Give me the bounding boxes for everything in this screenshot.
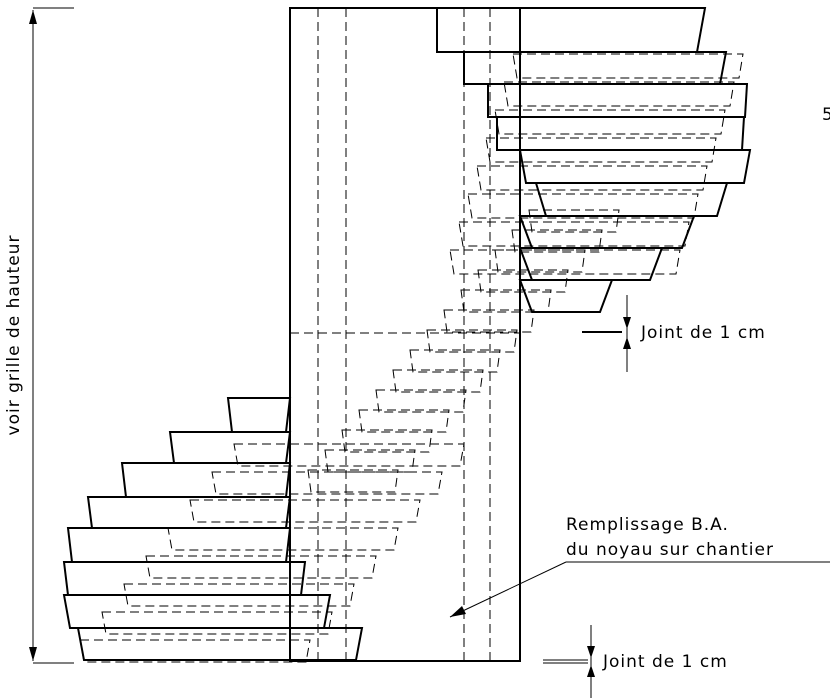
lower-steps <box>62 397 364 661</box>
hidden-step <box>324 449 416 473</box>
hidden-step <box>528 209 620 233</box>
lower-step <box>66 527 292 563</box>
hidden-step <box>375 389 467 413</box>
hidden-step-upper <box>494 109 726 135</box>
hidden-step <box>460 289 552 313</box>
hidden-step <box>409 349 501 373</box>
upper-step <box>518 215 696 249</box>
fill-label-line1: Remplissage B.A. <box>566 515 729 535</box>
hidden-step-upper <box>476 165 708 191</box>
hidden-step <box>443 309 535 333</box>
height-grid-label: voir grille de hauteur <box>4 235 24 436</box>
upper-steps <box>436 7 752 313</box>
hidden-step <box>341 429 433 453</box>
hidden-step-upper <box>467 193 699 219</box>
fill-leader <box>449 561 830 618</box>
hidden-step-upper <box>485 137 717 163</box>
hidden-steps <box>79 53 744 663</box>
upper-step <box>518 149 752 184</box>
upper-step <box>436 7 707 53</box>
joint-marker-upper <box>582 295 631 372</box>
hidden-step-upper <box>449 249 681 275</box>
hidden-step-upper <box>503 81 735 107</box>
hidden-step-lower <box>79 639 311 663</box>
hidden-step-upper <box>458 221 690 247</box>
hidden-step-lower <box>167 527 399 551</box>
hidden-step <box>358 409 450 433</box>
upper-step <box>518 247 664 281</box>
hidden-step <box>307 469 399 493</box>
hidden-step <box>494 249 586 273</box>
lower-step <box>86 496 292 529</box>
lower-step <box>76 627 364 661</box>
hidden-step <box>392 369 484 393</box>
height-dimension <box>29 7 74 664</box>
central-core <box>289 7 521 662</box>
upper-step <box>518 279 614 313</box>
hidden-step-lower <box>145 555 377 579</box>
lower-step <box>168 431 292 464</box>
hidden-step-lower <box>233 443 465 467</box>
hidden-step-lower <box>211 471 443 495</box>
hidden-step-lower <box>101 611 333 635</box>
hidden-step-lower <box>189 499 421 523</box>
edge-fragment-label: 5 <box>822 105 830 125</box>
lower-step <box>120 462 292 498</box>
hidden-step <box>511 229 603 253</box>
joint-marker-lower <box>543 625 595 698</box>
hidden-step-lower <box>123 583 355 607</box>
upper-step <box>463 51 728 85</box>
hidden-step <box>477 269 569 293</box>
joint-label-lower: Joint de 1 cm <box>602 652 728 672</box>
upper-step <box>487 83 749 118</box>
lower-step <box>226 397 292 433</box>
hidden-step-upper <box>512 53 744 79</box>
fill-label-line2: du noyau sur chantier <box>566 540 774 560</box>
hidden-step <box>426 329 518 353</box>
upper-step <box>534 182 729 217</box>
joint-label-upper: Joint de 1 cm <box>640 323 766 343</box>
